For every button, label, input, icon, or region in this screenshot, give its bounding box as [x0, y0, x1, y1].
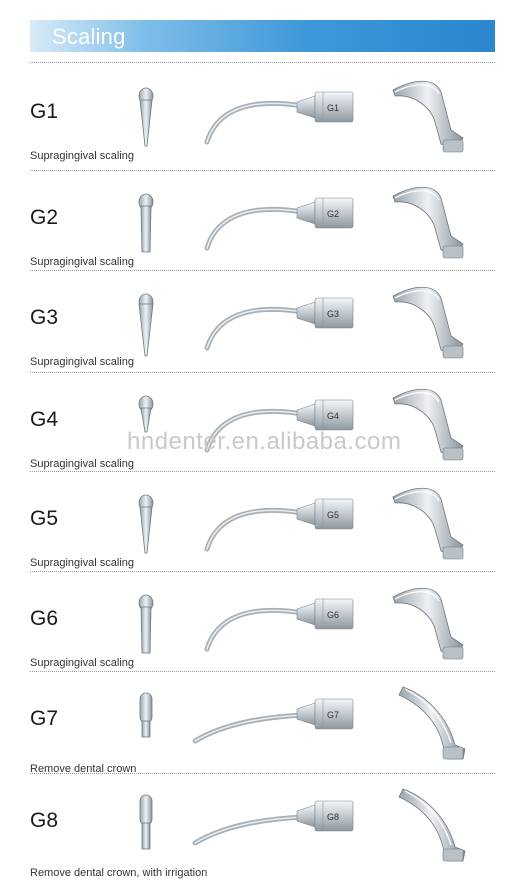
row-divider	[30, 170, 495, 171]
tip-perspective-view-icon	[392, 487, 464, 560]
tip-code: G2	[30, 206, 59, 229]
tip-perspective-view-icon	[398, 686, 466, 760]
tip-description: Remove dental crown	[30, 763, 137, 775]
tip-code: G5	[30, 507, 59, 530]
row-divider	[30, 471, 495, 472]
tip-description: Supragingival scaling	[30, 557, 134, 569]
tip-front-view-icon	[138, 87, 154, 147]
tip-side-view-icon: G3	[204, 297, 354, 351]
tip-engraving-label: G5	[327, 510, 339, 520]
tip-perspective-view-icon	[392, 388, 464, 461]
tip-side-view-icon: G2	[204, 197, 354, 251]
tip-code: G3	[30, 306, 59, 329]
tip-engraving-label: G8	[327, 812, 339, 822]
tip-engraving-label: G6	[327, 610, 339, 620]
tip-engraving-label: G1	[327, 103, 339, 113]
header-divider	[30, 62, 495, 63]
tip-perspective-view-icon	[392, 587, 464, 660]
tip-perspective-view-icon	[392, 80, 464, 153]
tip-side-view-icon: G7	[192, 698, 354, 744]
tip-front-view-icon	[139, 794, 153, 850]
tip-perspective-view-icon	[392, 186, 464, 259]
row-divider	[30, 372, 495, 373]
tip-side-view-icon: G5	[204, 498, 354, 552]
row-divider	[30, 671, 495, 672]
tip-front-view-icon	[138, 594, 154, 654]
tip-description: Supragingival scaling	[30, 356, 134, 368]
tip-description: Supragingival scaling	[30, 657, 134, 669]
tip-code: G7	[30, 707, 59, 730]
tip-engraving-label: G7	[327, 710, 339, 720]
tip-code: G4	[30, 408, 59, 431]
tip-description: Supragingival scaling	[30, 150, 134, 162]
tip-code: G6	[30, 607, 59, 630]
tip-perspective-view-icon	[398, 788, 466, 862]
tip-side-view-icon: G4	[204, 399, 354, 453]
tip-code: G8	[30, 809, 59, 832]
section-title: Scaling	[52, 24, 126, 49]
tip-engraving-label: G2	[327, 209, 339, 219]
section-header: Scaling	[30, 20, 495, 52]
tip-front-view-icon	[138, 395, 154, 433]
tip-front-view-icon	[138, 494, 154, 554]
tip-side-view-icon: G1	[204, 91, 354, 145]
tip-engraving-label: G3	[327, 309, 339, 319]
row-divider	[30, 270, 495, 271]
tip-description: Supragingival scaling	[30, 458, 134, 470]
tip-front-view-icon	[138, 193, 154, 253]
tip-side-view-icon: G8	[192, 800, 354, 846]
row-divider	[30, 571, 495, 572]
tip-engraving-label: G4	[327, 411, 339, 421]
row-divider	[30, 773, 495, 774]
tip-description: Remove dental crown, with irrigation	[30, 867, 208, 879]
tip-description: Supragingival scaling	[30, 256, 134, 268]
tip-code: G1	[30, 100, 59, 123]
tip-front-view-icon	[139, 692, 153, 738]
tip-perspective-view-icon	[392, 286, 464, 359]
watermark: hndenter.en.alibaba.com	[127, 428, 402, 455]
tip-front-view-icon	[138, 293, 154, 357]
tip-side-view-icon: G6	[204, 598, 354, 652]
